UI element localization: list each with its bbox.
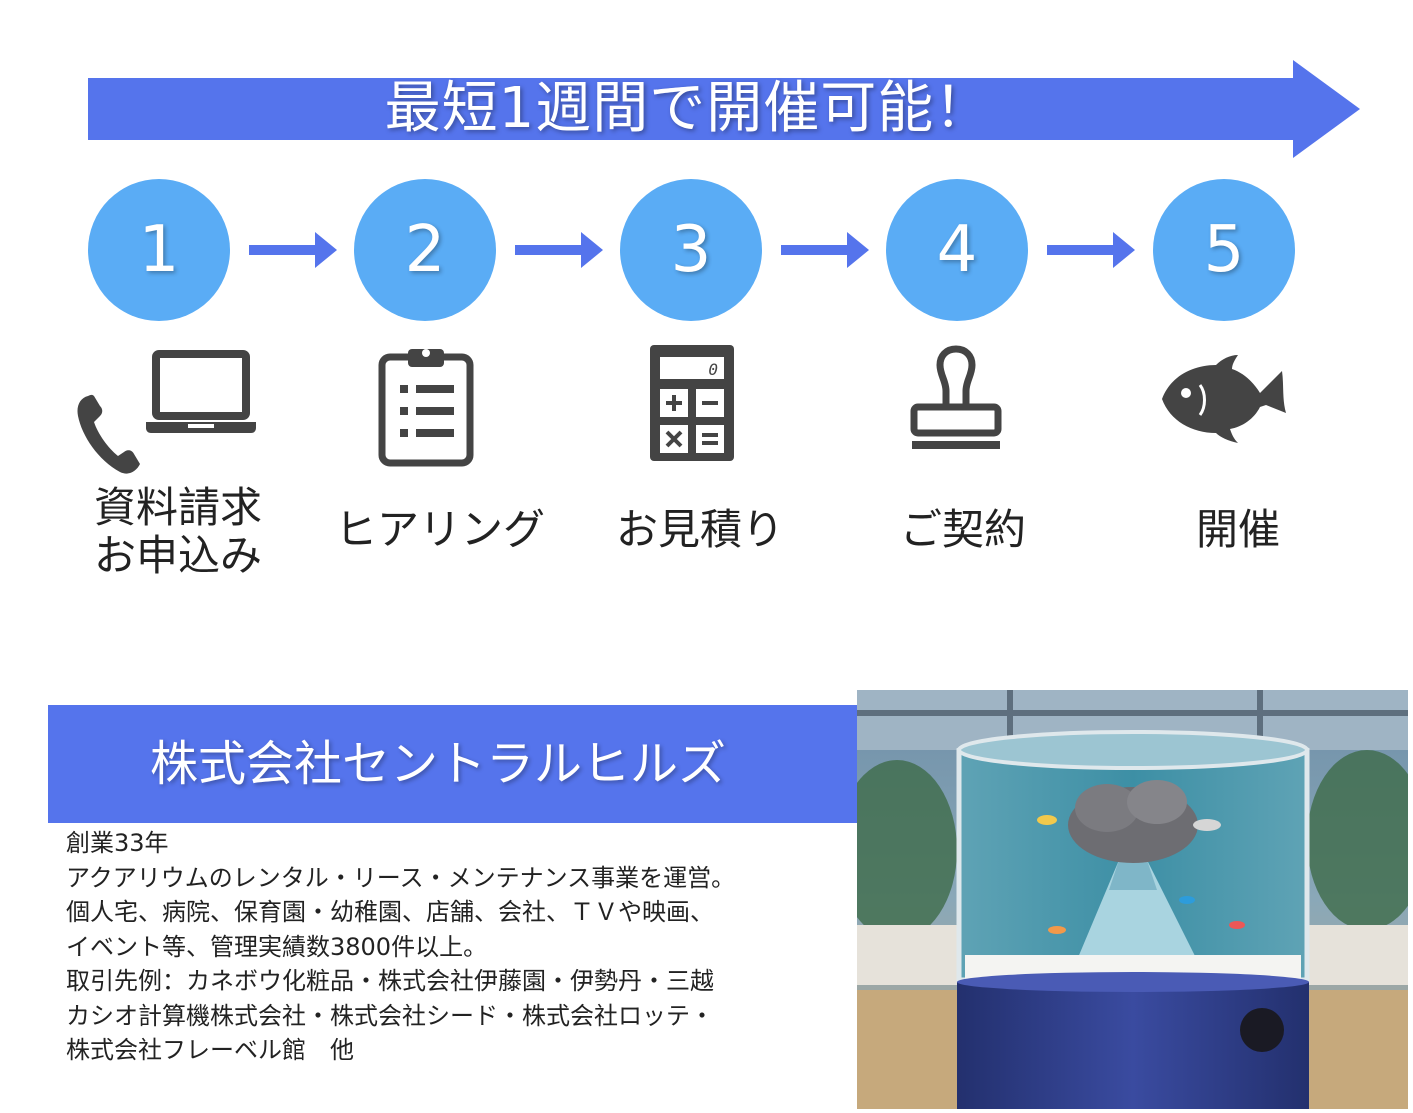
- step-arrow-1: [249, 232, 337, 268]
- banner-arrow: [88, 60, 1360, 158]
- step-circle-2: 2: [354, 179, 496, 321]
- step-circle-4: 4: [886, 179, 1028, 321]
- company-partners-3: 株式会社フレーベル館 他: [66, 1036, 354, 1064]
- step-circle-5: 5: [1153, 179, 1295, 321]
- step-circle-3: 3: [620, 179, 762, 321]
- company-business: アクアリウムのレンタル・リース・メンテナンス事業を運営。: [66, 863, 736, 892]
- clipboard-icon: [378, 349, 474, 467]
- calculator-icon: 0: [650, 345, 734, 461]
- company-clients-types: 個人宅、病院、保育園・幼稚園、店舗、会社、ＴＶや映画、: [66, 898, 714, 926]
- step-arrow-4: [1047, 232, 1135, 268]
- step-arrow-2: [515, 232, 603, 268]
- step-circle-1: 1: [88, 179, 230, 321]
- step-label-1: 資料請求 お申込み: [78, 484, 278, 580]
- step-arrow-3: [781, 232, 869, 268]
- phone-icon: [77, 394, 140, 474]
- step-label-4: ご契約: [899, 505, 1026, 554]
- company-name: 株式会社セントラルヒルズ: [149, 736, 726, 792]
- company-founded: 創業33年: [66, 829, 169, 857]
- step-label-3: お見積り: [615, 505, 784, 554]
- banner-title: 最短1週間で開催可能！: [384, 76, 992, 141]
- fish-icon: [1162, 355, 1286, 443]
- calculator-display: 0: [708, 360, 718, 379]
- laptop-icon: [146, 350, 256, 433]
- step-label-1-line2: お申込み: [93, 531, 262, 580]
- company-track-record: イベント等、管理実績数3800件以上。: [66, 932, 488, 961]
- step-label-2: ヒアリング: [334, 505, 545, 554]
- step-label-1-line1: 資料請求: [93, 483, 262, 532]
- company-banner: [48, 705, 895, 823]
- aquarium-photo: [857, 690, 1408, 1109]
- company-partners-1: 取引先例：カネボウ化粧品・株式会社伊藤園・伊勢丹・三越: [66, 967, 714, 995]
- company-description: 創業33年 アクアリウムのレンタル・リース・メンテナンス事業を運営。 個人宅、病…: [66, 826, 846, 1068]
- company-partners-2: カシオ計算機株式会社・株式会社シード・株式会社ロッテ・: [66, 1001, 714, 1030]
- step-label-5: 開催: [1195, 505, 1280, 554]
- stamp-icon: [910, 345, 1002, 449]
